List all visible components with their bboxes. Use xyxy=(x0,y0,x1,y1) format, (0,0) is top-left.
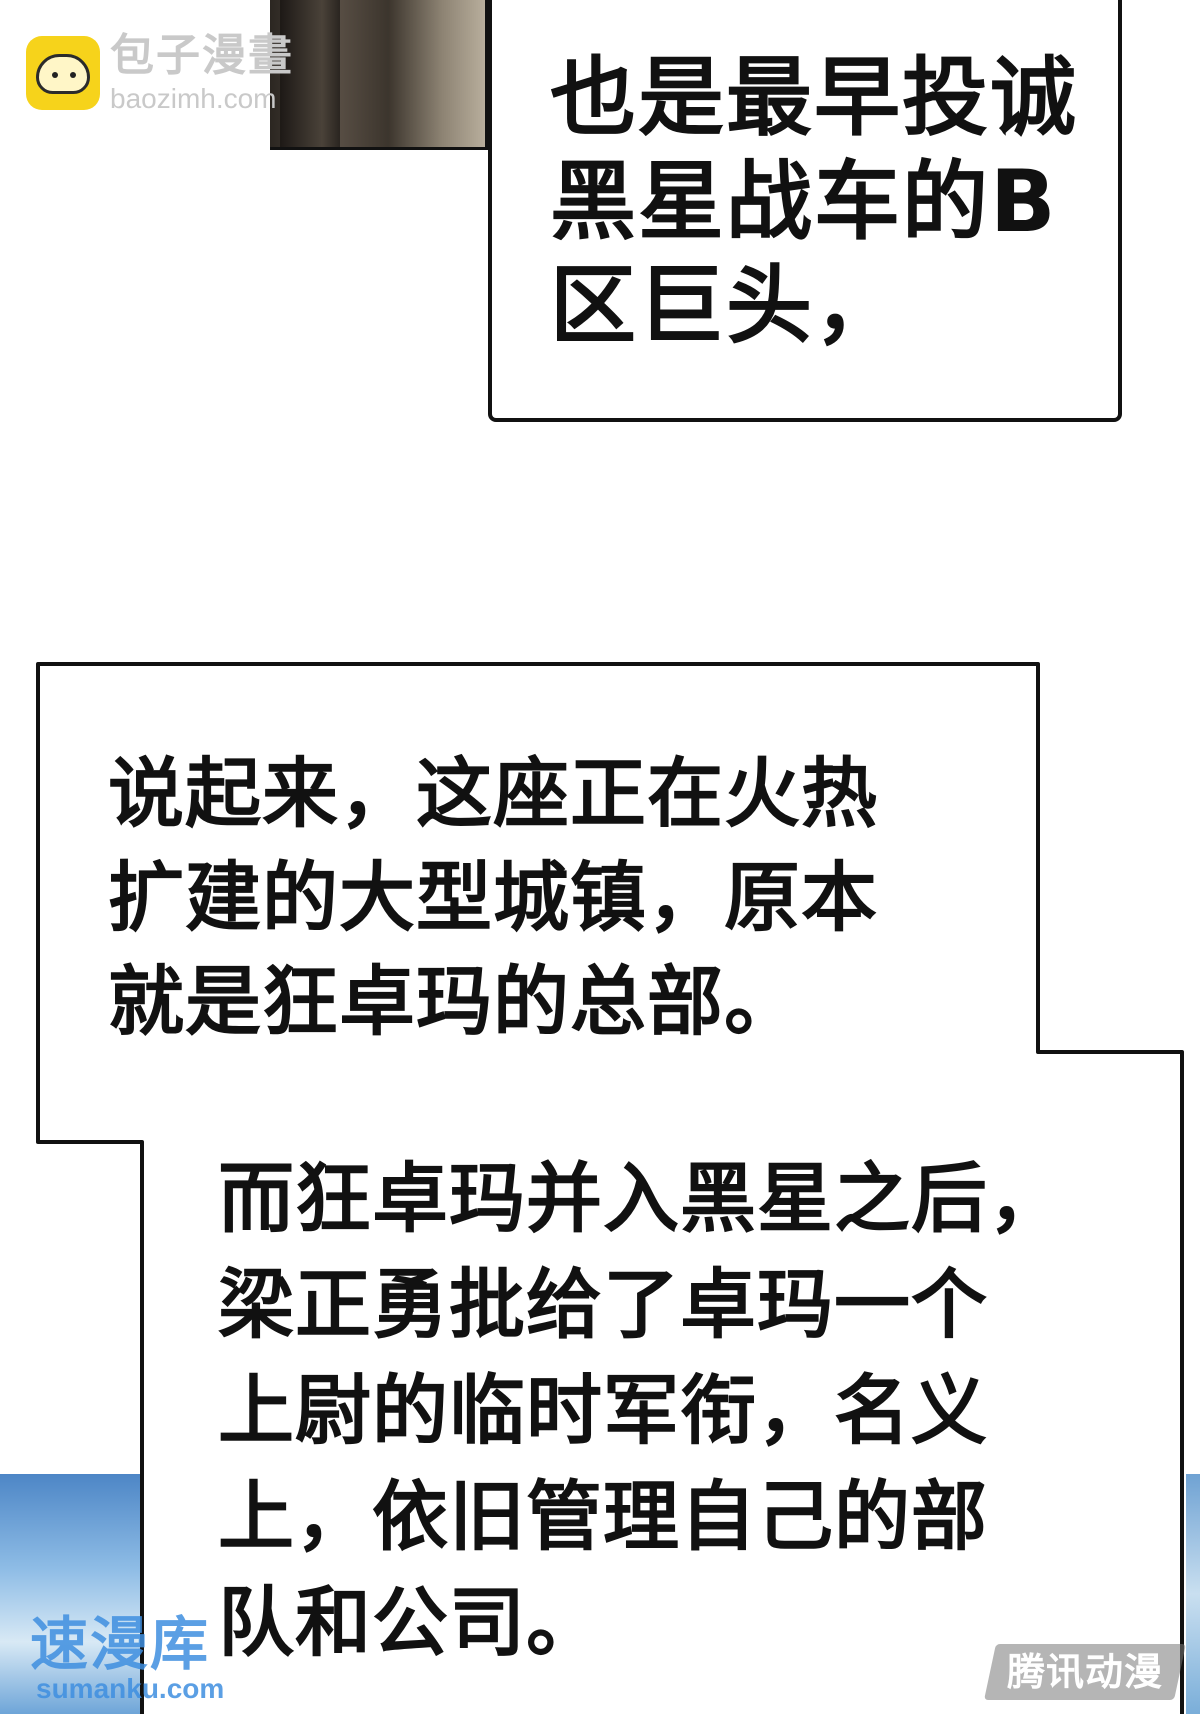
tencent-comic-name: 腾讯动漫 xyxy=(1006,1650,1163,1694)
panel-artwork xyxy=(280,0,340,147)
sumanku-url: sumanku.com xyxy=(36,1673,225,1704)
comic-panel-sky-right xyxy=(1186,1474,1200,1714)
logo-name: 包子漫畫 xyxy=(110,30,294,81)
bun-mascot-icon xyxy=(26,36,100,110)
speech-text-first: 也是最早投诚 黑星战车的B 区巨头， xyxy=(550,48,1078,356)
sumanku-name: 速漫库 xyxy=(30,1610,211,1678)
speech-box-merged xyxy=(36,662,1186,1714)
logo-url: baozimh.com xyxy=(110,83,277,114)
tencent-comic-watermark[interactable]: 腾讯动漫 xyxy=(984,1644,1186,1700)
comic-panel-sky-left xyxy=(0,1474,142,1714)
speech-text-second: 说起来，这座正在火热 扩建的大型城镇，原本 就是狂卓玛的总部。 xyxy=(108,749,878,1046)
sumanku-watermark[interactable]: 速漫库 sumanku.com xyxy=(30,1612,270,1712)
speech-text-third: 而狂卓玛并入黑星之后， 梁正勇批给了卓玛一个 上尉的临时军衔，名义 上，依旧管理… xyxy=(218,1154,1065,1667)
merged-box-outline xyxy=(36,662,1184,1714)
comic-panel-top xyxy=(270,0,488,150)
speech-box-first: 也是最早投诚 黑星战车的B 区巨头， xyxy=(488,0,1122,422)
baozi-logo[interactable]: 包子漫畫 baozimh.com xyxy=(26,32,326,122)
